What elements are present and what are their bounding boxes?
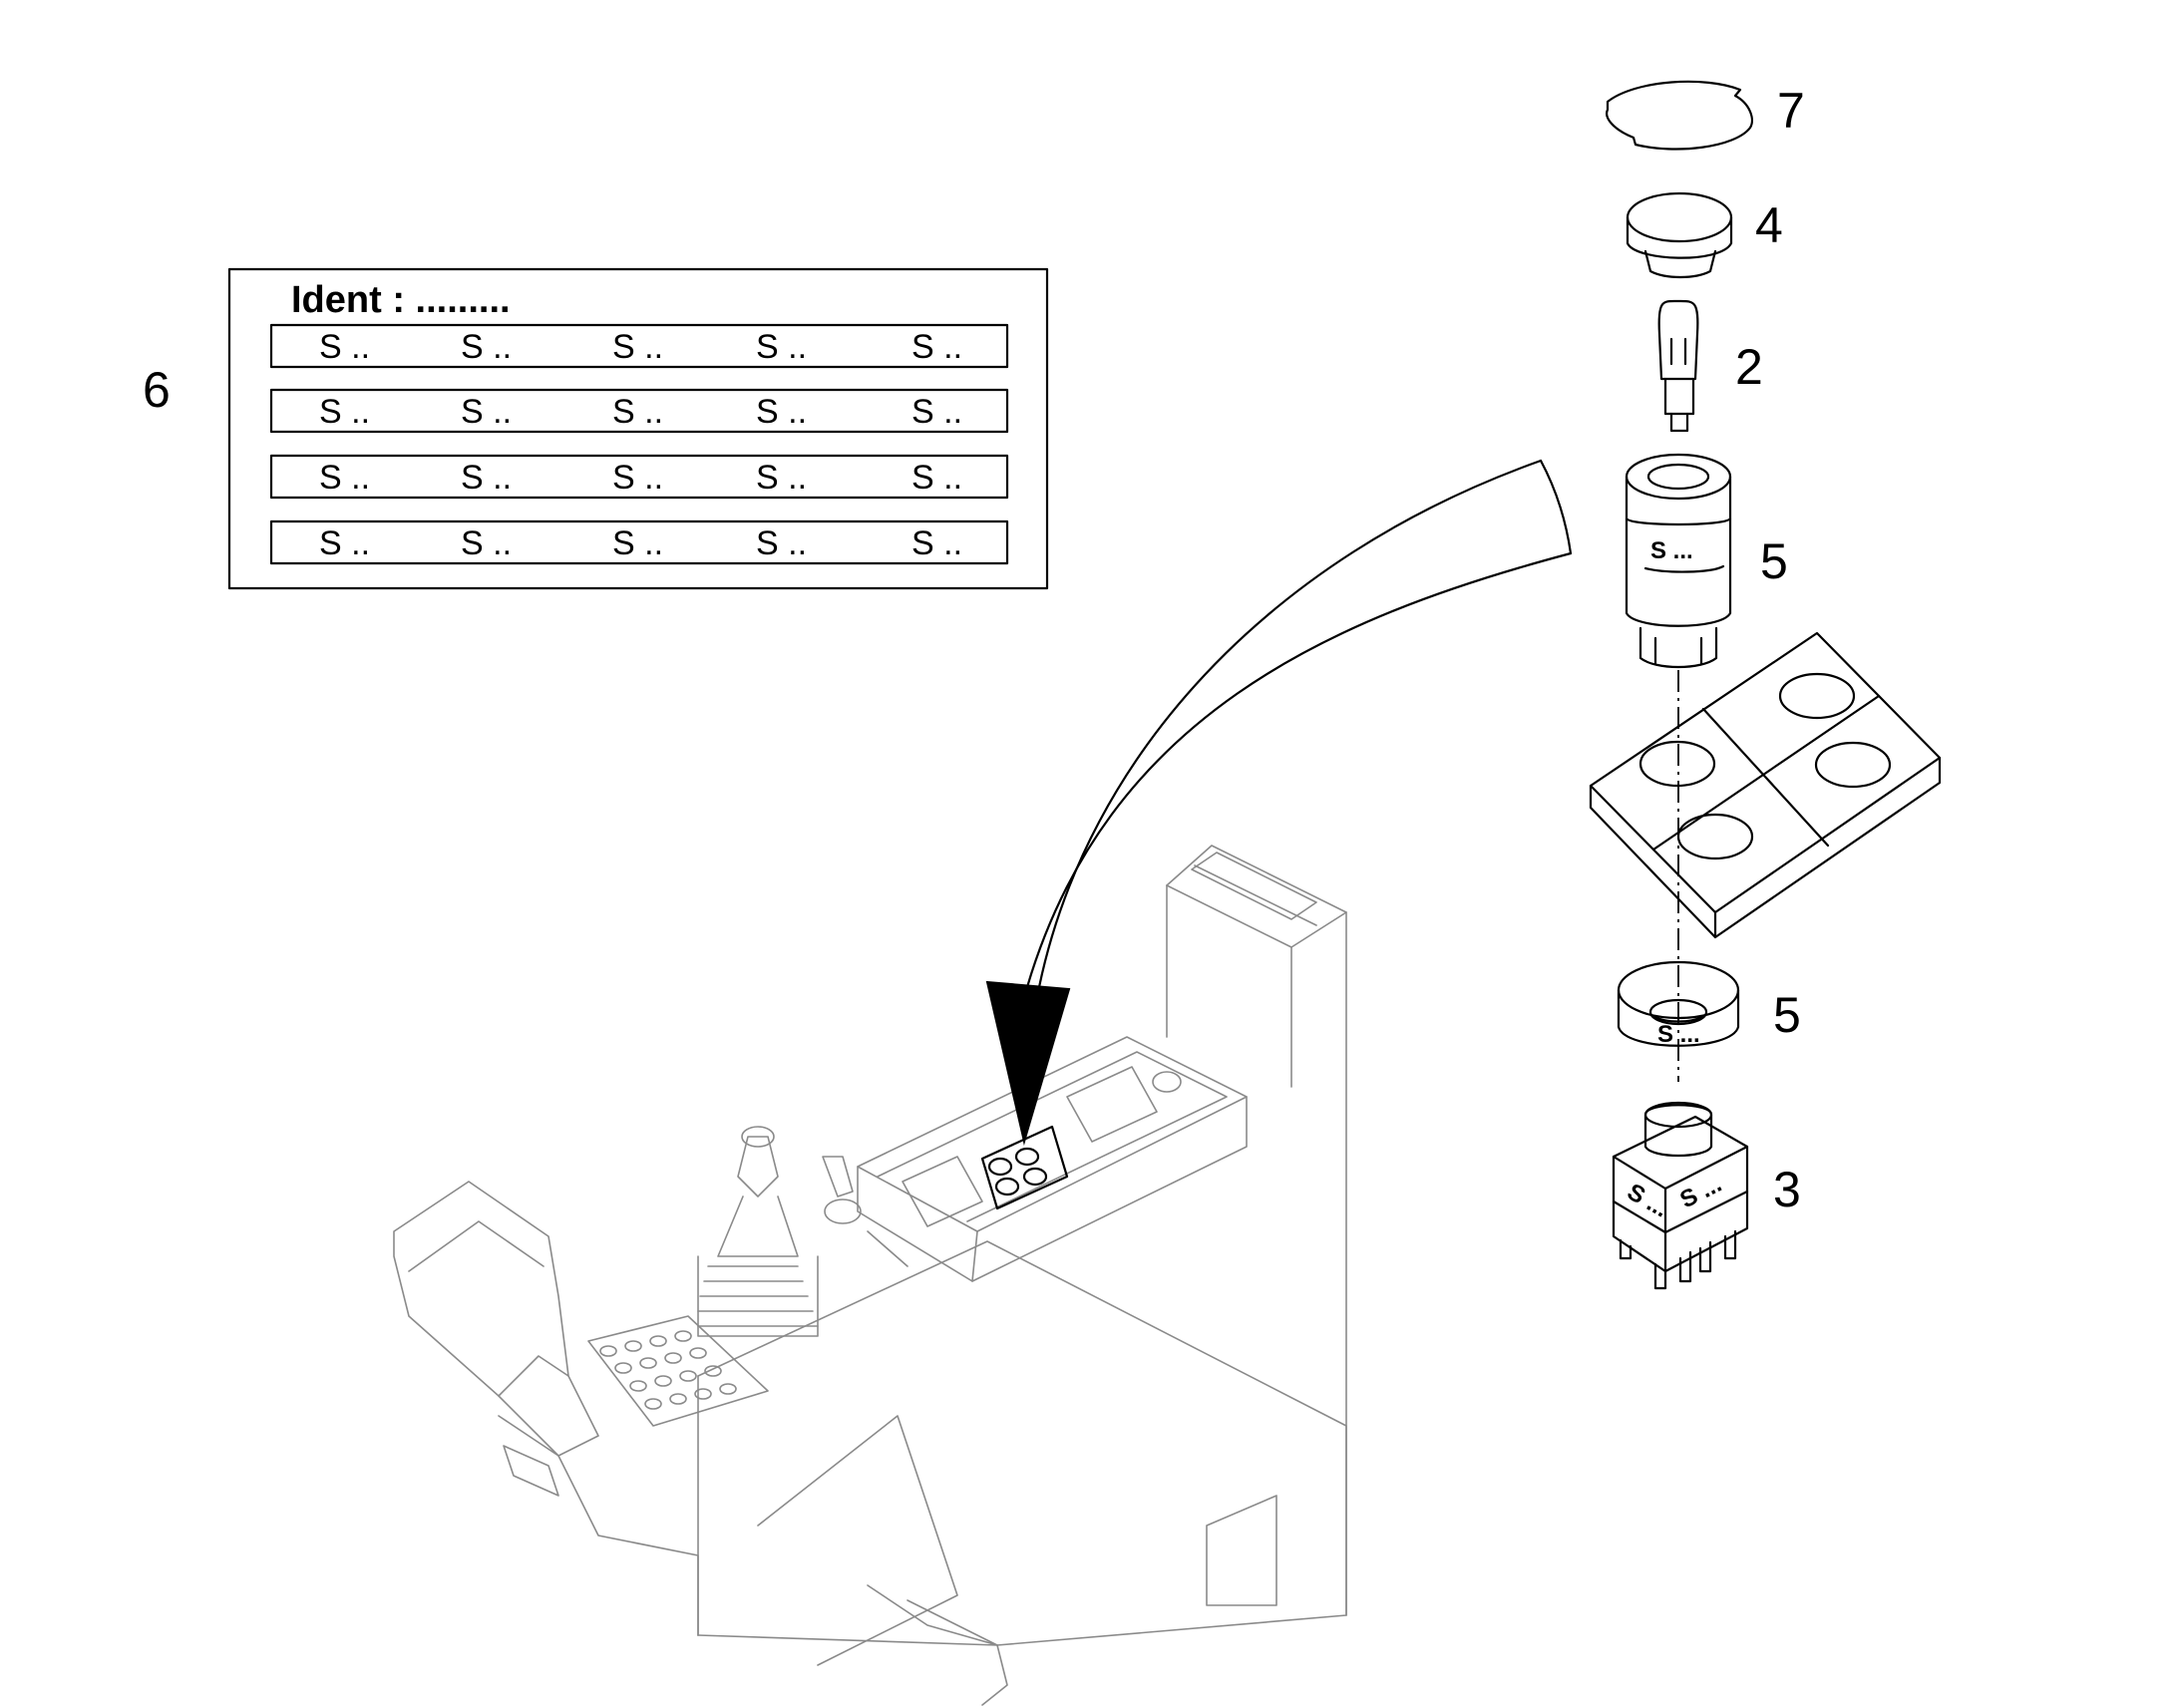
part-2-bulb	[1657, 299, 1699, 433]
ident-cell: S ..	[911, 459, 962, 497]
callout-4: 4	[1755, 197, 1783, 253]
ident-cell: S ..	[911, 524, 962, 562]
ring-marking: S ...	[1657, 1021, 1700, 1048]
callout-5-lower: 5	[1773, 987, 1801, 1043]
ident-cell: S ..	[911, 393, 962, 431]
ident-cell: S ..	[612, 459, 663, 497]
ident-card: Ident : ......... S .. S .. S .. S .. S …	[227, 267, 1049, 590]
ident-title: Ident : .........	[291, 279, 511, 321]
ident-cell: S ..	[612, 393, 663, 431]
ident-cell: S ..	[911, 328, 962, 366]
ident-cell: S ..	[319, 328, 370, 366]
part-7-gasket	[1606, 80, 1753, 151]
part-5-switch-housing: S ...	[1625, 453, 1732, 669]
location-arrow	[985, 459, 1573, 1146]
part-4-cap	[1626, 191, 1733, 279]
callout-2: 2	[1735, 339, 1763, 395]
callout-3: 3	[1773, 1162, 1801, 1217]
ident-cell: S ..	[319, 459, 370, 497]
ident-row-2: S .. S .. S .. S .. S ..	[269, 388, 1009, 434]
callout-7: 7	[1777, 83, 1805, 139]
base-right-marking: S ...	[1675, 1171, 1725, 1213]
ident-cell: S ..	[756, 524, 807, 562]
callout-6: 6	[143, 362, 171, 418]
ident-cell: S ..	[461, 393, 512, 431]
ident-cell: S ..	[461, 524, 512, 562]
part-5-ring: S ...	[1617, 960, 1740, 1048]
ident-cell: S ..	[461, 459, 512, 497]
console-switch-block	[980, 1125, 1069, 1210]
ident-cell: S ..	[319, 524, 370, 562]
operator-console	[393, 845, 1347, 1706]
ident-row-4: S .. S .. S .. S .. S ..	[269, 519, 1009, 565]
ident-cell: S ..	[756, 459, 807, 497]
ident-row-1: S .. S .. S .. S .. S ..	[269, 323, 1009, 369]
ident-cell: S ..	[319, 393, 370, 431]
footpad-holes	[599, 1330, 737, 1410]
mounting-plate	[1589, 631, 1942, 939]
callout-5-upper: 5	[1760, 533, 1788, 589]
ident-cell: S ..	[461, 328, 512, 366]
switch-housing-marking: S ...	[1650, 537, 1693, 564]
part-3-switch-base: S ... S ...	[1612, 1101, 1749, 1290]
ident-cell: S ..	[612, 524, 663, 562]
ident-row-3: S .. S .. S .. S .. S ..	[269, 454, 1009, 500]
ident-cell: S ..	[756, 393, 807, 431]
ident-cell: S ..	[612, 328, 663, 366]
ident-cell: S ..	[756, 328, 807, 366]
